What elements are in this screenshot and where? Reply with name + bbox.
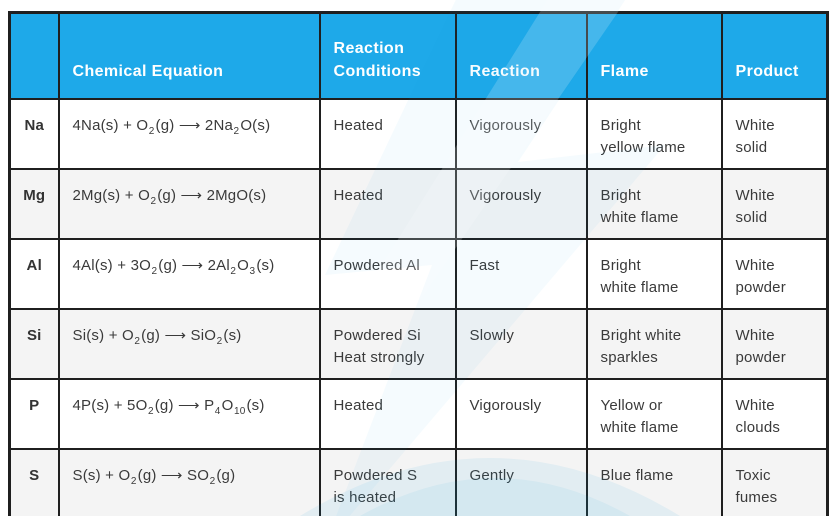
element-symbol: Na <box>8 97 60 170</box>
subscript: 2 <box>150 195 157 207</box>
chemical-equation: 4Al(s) + 3O2(g) ⟶ 2Al2O3(s) <box>72 256 275 277</box>
equation-text: 2Mg(s) + O <box>72 186 150 204</box>
subscript: 10 <box>233 405 246 417</box>
table-row-al: Al 4Al(s) + 3O2(g) ⟶ 2Al2O3(s) Powdered … <box>8 237 829 310</box>
table-row-p: P 4P(s) + 5O2(g) ⟶ P4O10(s) Heated Vigor… <box>8 377 829 450</box>
element-symbol: Si <box>8 307 60 380</box>
table-row-s: S S(s) + O2(g) ⟶ SO2(g) Powdered S is he… <box>8 447 829 516</box>
equation-text: O <box>237 256 250 274</box>
equation-text: S(s) + O <box>72 466 131 484</box>
equation-text: Si(s) + O <box>72 326 134 344</box>
subscript: 2 <box>147 405 154 417</box>
table-row-si: Si Si(s) + O2(g) ⟶ SiO2(s) Powdered Si H… <box>8 307 829 380</box>
cell-flame: Bright white sparkles <box>585 307 723 380</box>
subscript: 2 <box>130 475 137 487</box>
cell-product: White clouds <box>720 377 829 450</box>
header-element <box>8 11 60 100</box>
cell-product: White solid <box>720 97 829 170</box>
cell-equation: 2Mg(s) + O2(g) ⟶ 2MgO(s) <box>57 167 321 240</box>
subscript: 2 <box>216 335 223 347</box>
subscript: 2 <box>148 125 155 137</box>
cell-equation: Si(s) + O2(g) ⟶ SiO2(s) <box>57 307 321 380</box>
equation-text: 4Na(s) + O <box>72 116 149 134</box>
equation-text: 4Al(s) + 3O <box>72 256 151 274</box>
cell-equation: S(s) + O2(g) ⟶ SO2(g) <box>57 447 321 516</box>
equation-text: (s) <box>223 326 242 344</box>
table-header-row: Chemical Equation Reaction Conditions Re… <box>8 11 829 100</box>
equation-text: (s) <box>246 396 265 414</box>
chemical-equation: S(s) + O2(g) ⟶ SO2(g) <box>72 466 236 487</box>
cell-flame: Bright yellow flame <box>585 97 723 170</box>
subscript: 2 <box>134 335 141 347</box>
cell-conditions: Powdered Al <box>318 237 457 310</box>
cell-conditions: Powdered S is heated <box>318 447 457 516</box>
chemical-equation: 4Na(s) + O2(g) ⟶ 2Na2O(s) <box>72 116 271 137</box>
cell-conditions: Powdered Si Heat strongly <box>318 307 457 380</box>
cell-conditions: Heated <box>318 377 457 450</box>
chemical-equation: 2Mg(s) + O2(g) ⟶ 2MgO(s) <box>72 186 267 207</box>
subscript: 2 <box>151 265 158 277</box>
header-flame: Flame <box>585 11 723 100</box>
cell-flame: Blue flame <box>585 447 723 516</box>
chemical-equation: Si(s) + O2(g) ⟶ SiO2(s) <box>72 326 242 347</box>
cell-reaction: Gently <box>454 447 588 516</box>
header-reaction-conditions: Reaction Conditions <box>318 11 457 100</box>
equation-text: (g) ⟶ 2Na <box>155 116 234 134</box>
equation-text: (g) ⟶ 2Al <box>158 256 230 274</box>
cell-reaction: Fast <box>454 237 588 310</box>
chemical-equation: 4P(s) + 5O2(g) ⟶ P4O10(s) <box>72 396 265 417</box>
header-chemical-equation: Chemical Equation <box>57 11 321 100</box>
subscript: 2 <box>233 125 240 137</box>
table-row-mg: Mg 2Mg(s) + O2(g) ⟶ 2MgO(s) Heated Vigor… <box>8 167 829 240</box>
element-symbol: S <box>8 447 60 516</box>
clipped-footer-text <box>0 512 835 516</box>
cell-conditions: Heated <box>318 167 457 240</box>
cell-product: White solid <box>720 167 829 240</box>
equation-text: (g) ⟶ SO <box>137 466 210 484</box>
cell-equation: 4P(s) + 5O2(g) ⟶ P4O10(s) <box>57 377 321 450</box>
cell-product: Toxic fumes <box>720 447 829 516</box>
header-reaction: Reaction <box>454 11 588 100</box>
cell-product: White powder <box>720 307 829 380</box>
reactions-with-oxygen-table: Chemical Equation Reaction Conditions Re… <box>8 11 829 516</box>
cell-reaction: Slowly <box>454 307 588 380</box>
element-symbol: P <box>8 377 60 450</box>
header-product: Product <box>720 11 829 100</box>
cell-flame: Yellow or white flame <box>585 377 723 450</box>
table-row-na: Na 4Na(s) + O2(g) ⟶ 2Na2O(s) Heated Vigo… <box>8 97 829 170</box>
equation-text: (g) ⟶ 2MgO(s) <box>157 186 267 204</box>
cell-equation: 4Al(s) + 3O2(g) ⟶ 2Al2O3(s) <box>57 237 321 310</box>
cell-equation: 4Na(s) + O2(g) ⟶ 2Na2O(s) <box>57 97 321 170</box>
element-symbol: Al <box>8 237 60 310</box>
equation-text: (g) ⟶ P <box>154 396 215 414</box>
cell-reaction: Vigorously <box>454 97 588 170</box>
element-symbol: Mg <box>8 167 60 240</box>
cell-conditions: Heated <box>318 97 457 170</box>
subscript: 3 <box>249 265 256 277</box>
equation-text: 4P(s) + 5O <box>72 396 148 414</box>
cell-product: White powder <box>720 237 829 310</box>
cell-reaction: Vigorously <box>454 167 588 240</box>
subscript: 2 <box>209 475 216 487</box>
equation-text: (g) ⟶ SiO <box>141 326 217 344</box>
equation-text: (s) <box>256 256 275 274</box>
subscript: 2 <box>230 265 237 277</box>
equation-text: O <box>221 396 234 414</box>
cell-flame: Bright white flame <box>585 237 723 310</box>
equation-text: O(s) <box>240 116 271 134</box>
subscript: 4 <box>214 405 221 417</box>
cell-reaction: Vigorously <box>454 377 588 450</box>
cell-flame: Bright white flame <box>585 167 723 240</box>
equation-text: (g) <box>216 466 236 484</box>
